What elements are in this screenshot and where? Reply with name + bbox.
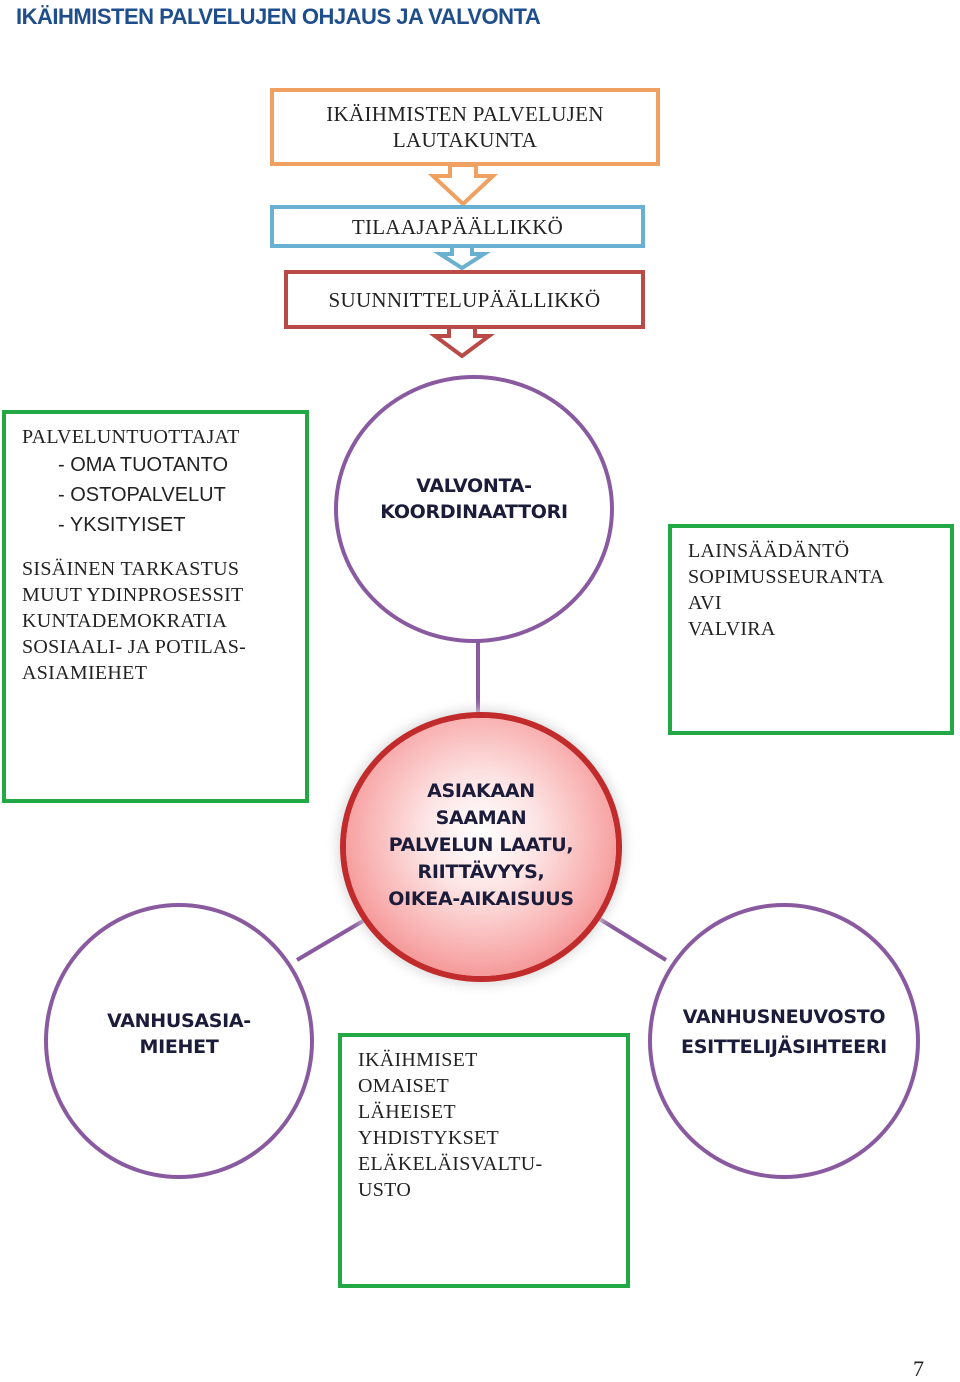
elderly-box: IKÄIHMISET OMAISET LÄHEISET YHDISTYKSET … <box>338 1033 630 1288</box>
elderly-line: ELÄKELÄISVALTU- <box>358 1153 543 1175</box>
providers-item: - OSTOPALVELUT <box>58 484 226 506</box>
legislation-line: AVI <box>688 592 722 614</box>
providers-box: PALVELUNTUOTTAJAT - OMA TUOTANTO - OSTOP… <box>2 410 309 803</box>
elderly-line: YHDISTYKSET <box>358 1127 500 1149</box>
ombudsman-label-line-1: VANHUSASIA- <box>107 1010 251 1032</box>
arrow-planning-down <box>428 325 496 359</box>
quality-label-line: SAAMAN <box>435 807 527 829</box>
council-circle: VANHUSNEUVOSTO ESITTELIJÄSIHTEERI <box>648 903 920 1179</box>
ombudsman-circle: VANHUSASIA- MIEHET <box>44 903 314 1179</box>
elderly-line: LÄHEISET <box>358 1101 456 1123</box>
council-label-line-1: VANHUSNEUVOSTO <box>682 1006 886 1028</box>
legislation-box: LAINSÄÄDÄNTÖ SOPIMUSSEURANTA AVI VALVIRA <box>668 524 954 735</box>
purchaser-manager-box: TILAAJAPÄÄLLIKKÖ <box>270 205 645 248</box>
quality-label-line: PALVELUN LAATU, <box>388 834 574 856</box>
providers-line: ASIAMIEHET <box>22 662 148 684</box>
connector-ombudsman-quality <box>295 916 370 962</box>
providers-line: SOSIAALI- JA POTILAS- <box>22 636 247 658</box>
arrow-purchaser-to-planning <box>433 244 491 271</box>
quality-label-line: ASIAKAAN <box>427 780 535 802</box>
legislation-line: SOPIMUSSEURANTA <box>688 566 885 588</box>
providers-heading: PALVELUNTUOTTAJAT <box>22 426 240 448</box>
planning-manager-label: SUUNNITTELUPÄÄLLIKKÖ <box>328 287 601 312</box>
council-label: VANHUSNEUVOSTO ESITTELIJÄSIHTEERI <box>652 1002 916 1062</box>
providers-line: MUUT YDINPROSESSIT <box>22 584 244 606</box>
providers-item: - OMA TUOTANTO <box>58 454 229 476</box>
coordinator-circle: VALVONTA- KOORDINAATTORI <box>334 375 614 643</box>
quality-label-line: OIKEA-AIKAISUUS <box>388 888 574 910</box>
coordinator-label-line-2: KOORDINAATTORI <box>380 501 568 523</box>
board-label-line-2: LAUTAKUNTA <box>392 128 538 152</box>
page-title: IKÄIHMISTEN PALVELUJEN OHJAUS JA VALVONT… <box>16 4 541 29</box>
page-number: 7 <box>913 1356 924 1381</box>
legislation-line: LAINSÄÄDÄNTÖ <box>688 540 850 562</box>
providers-line: SISÄINEN TARKASTUS <box>22 558 240 580</box>
providers-line: KUNTADEMOKRATIA <box>22 610 228 632</box>
connector-council-quality <box>596 916 668 962</box>
coordinator-label: VALVONTA- KOORDINAATTORI <box>338 473 610 525</box>
ombudsman-label-line-2: MIEHET <box>139 1036 219 1058</box>
elderly-line: IKÄIHMISET <box>358 1049 478 1071</box>
coordinator-label-line-1: VALVONTA- <box>416 475 532 497</box>
board-label-line-1: IKÄIHMISTEN PALVELUJEN <box>326 102 604 126</box>
elderly-line: USTO <box>358 1179 412 1201</box>
board-box: IKÄIHMISTEN PALVELUJEN LAUTAKUNTA <box>270 88 660 166</box>
purchaser-manager-label: TILAAJAPÄÄLLIKKÖ <box>351 214 564 239</box>
elderly-line: OMAISET <box>358 1075 449 1097</box>
providers-item: - YKSITYISET <box>58 514 186 536</box>
ombudsman-label: VANHUSASIA- MIEHET <box>48 1008 310 1060</box>
council-label-line-2: ESITTELIJÄSIHTEERI <box>681 1036 887 1058</box>
quality-circle: ASIAKAAN SAAMAN PALVELUN LAATU, RIITTÄVY… <box>346 718 616 976</box>
planning-manager-box: SUUNNITTELUPÄÄLLIKKÖ <box>284 270 645 329</box>
quality-label-line: RIITTÄVYYS, <box>417 861 545 883</box>
arrow-board-to-purchaser <box>427 163 499 207</box>
legislation-line: VALVIRA <box>688 618 776 640</box>
quality-label: ASIAKAAN SAAMAN PALVELUN LAATU, RIITTÄVY… <box>346 778 616 913</box>
